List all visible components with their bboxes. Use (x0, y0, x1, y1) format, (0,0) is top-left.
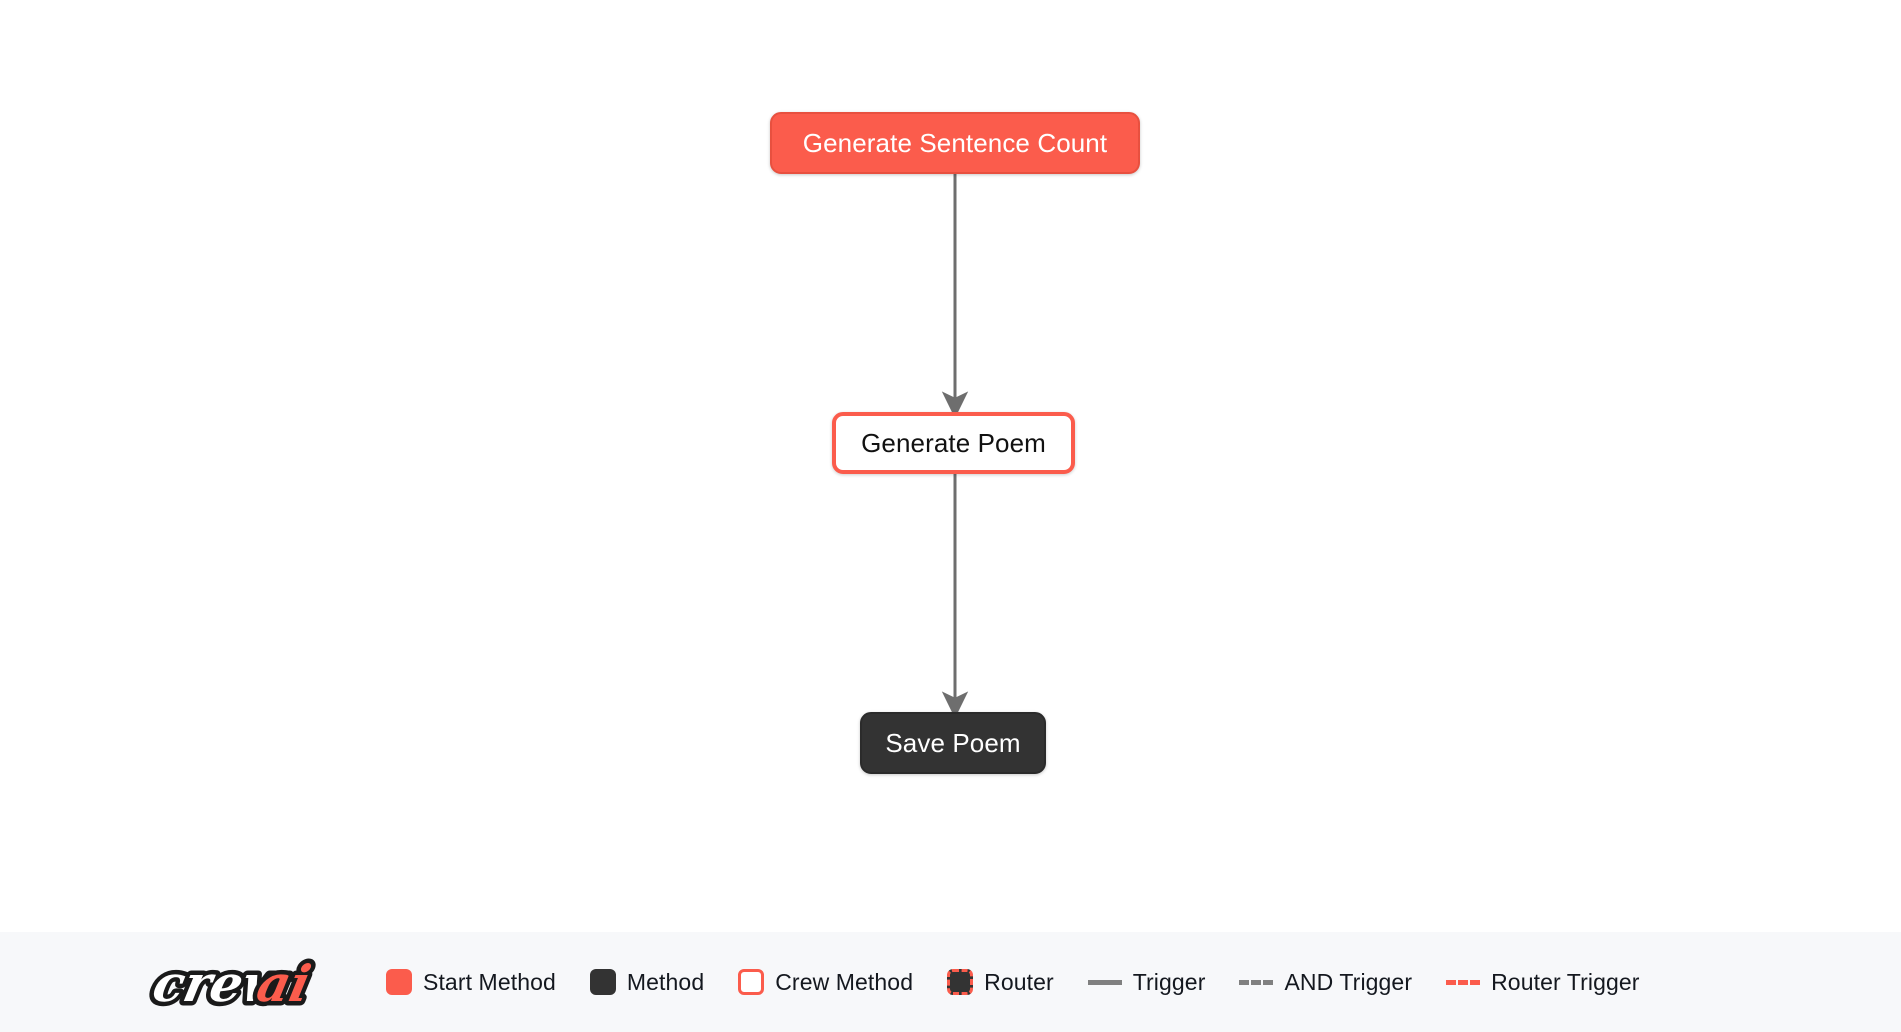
flow-node-label: Generate Poem (861, 428, 1046, 458)
flow-node-generate-poem[interactable]: Generate Poem (832, 412, 1075, 474)
legend-item-crew-method: Crew Method (738, 969, 913, 996)
flow-node-label: Generate Sentence Count (802, 128, 1108, 158)
legend-item-router: Router (947, 969, 1054, 996)
trigger-line-icon (1087, 979, 1122, 985)
legend-item-method: Method (589, 968, 705, 996)
crewai-logo: crew ai (143, 950, 320, 1017)
method-swatch-icon (589, 969, 616, 995)
logo-text-crew: crew (148, 955, 293, 1013)
legend-bar: crew ai Start Method Method Crew Method … (0, 932, 1901, 1032)
legend-item-label: AND Trigger (1284, 968, 1413, 995)
legend-item-label: Trigger (1132, 968, 1206, 995)
start-method-swatch-icon (386, 969, 412, 995)
legend-item-label: Router (984, 968, 1054, 995)
flow-node-generate-sentence-count[interactable]: Generate Sentence Count (770, 112, 1140, 174)
legend-items: Start Method Method Crew Method Router T… (386, 969, 1674, 996)
legend-item-trigger: Trigger (1087, 968, 1206, 996)
legend-item-label: Router Trigger (1491, 968, 1640, 995)
flow-canvas[interactable]: Generate Sentence Count Generate Poem Sa… (0, 0, 1901, 932)
router-trigger-line-icon (1446, 979, 1481, 985)
crew-method-swatch-icon (738, 969, 765, 995)
flow-node-label: Save Poem (885, 728, 1021, 758)
logo-text-ai: ai (252, 955, 316, 1013)
legend-item-label: Start Method (423, 968, 556, 995)
legend-item-label: Crew Method (775, 968, 914, 995)
flow-node-save-poem[interactable]: Save Poem (860, 712, 1046, 774)
router-swatch-icon (947, 969, 974, 995)
legend-item-start-method: Start Method (386, 969, 556, 996)
and-trigger-line-icon (1239, 979, 1274, 985)
legend-item-label: Method (626, 968, 705, 995)
legend-item-router-trigger: Router Trigger (1446, 969, 1639, 996)
legend-item-and-trigger: AND Trigger (1239, 969, 1412, 996)
